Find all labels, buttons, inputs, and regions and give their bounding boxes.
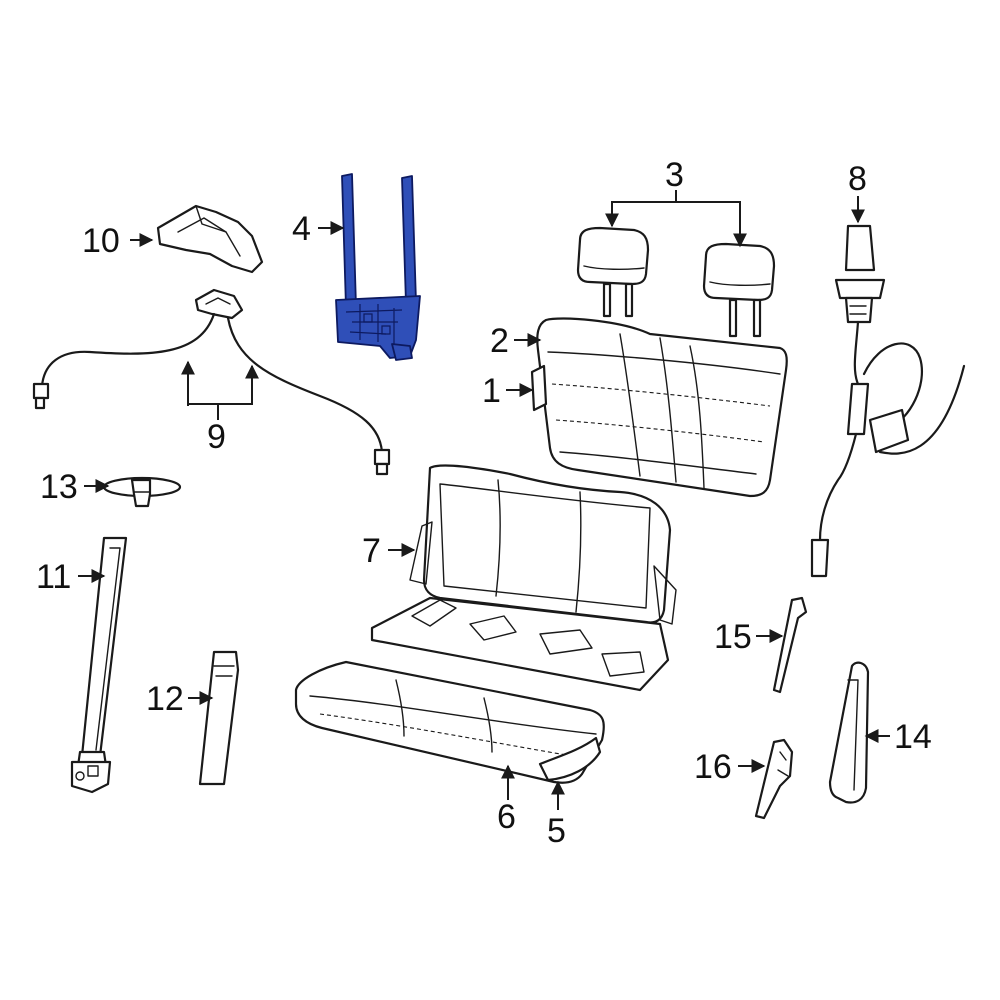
callout-1: 1 [482,372,501,410]
part-16-bracket[interactable] [754,738,794,820]
part-5-cushion-trim[interactable] [538,736,602,782]
part-14-side-cover[interactable] [828,661,870,804]
part-12-buckle-strap[interactable] [198,650,240,786]
callout-16: 16 [694,748,732,786]
callout-7: 7 [362,532,381,570]
part-4-seat-frame-highlighted[interactable] [335,173,421,361]
callout-11: 11 [36,558,71,596]
callout-12: 12 [146,680,184,718]
callout-2: 2 [490,322,509,360]
callout-5: 5 [547,812,566,850]
callout-9: 9 [207,418,226,456]
callout-13: 13 [40,468,78,506]
callout-labels: 1 2 3 4 5 6 7 8 9 10 11 12 13 14 15 16 [36,156,932,850]
part-6-seat-cushion[interactable] [294,660,605,784]
callout-10: 10 [82,222,120,260]
part-9-wiring-harness[interactable] [32,288,391,476]
callout-4: 4 [292,210,311,248]
part-7-cushion-frame[interactable] [370,464,677,692]
callout-14: 14 [894,718,932,756]
callout-6: 6 [497,798,516,836]
part-3-headrests[interactable] [576,226,776,338]
callout-3: 3 [665,156,684,194]
part-13-clip[interactable] [102,476,182,508]
part-8-wiring-module[interactable] [810,224,966,578]
part-1-seat-back-trim[interactable] [530,364,548,412]
leader-lines [78,190,890,810]
part-15-trim-piece[interactable] [772,596,808,694]
callout-15: 15 [714,618,752,656]
callout-8: 8 [848,160,867,198]
part-11-seat-belt[interactable] [70,536,128,794]
part-2-seat-back[interactable] [536,317,788,498]
part-10-belt-bezel[interactable] [156,204,264,274]
